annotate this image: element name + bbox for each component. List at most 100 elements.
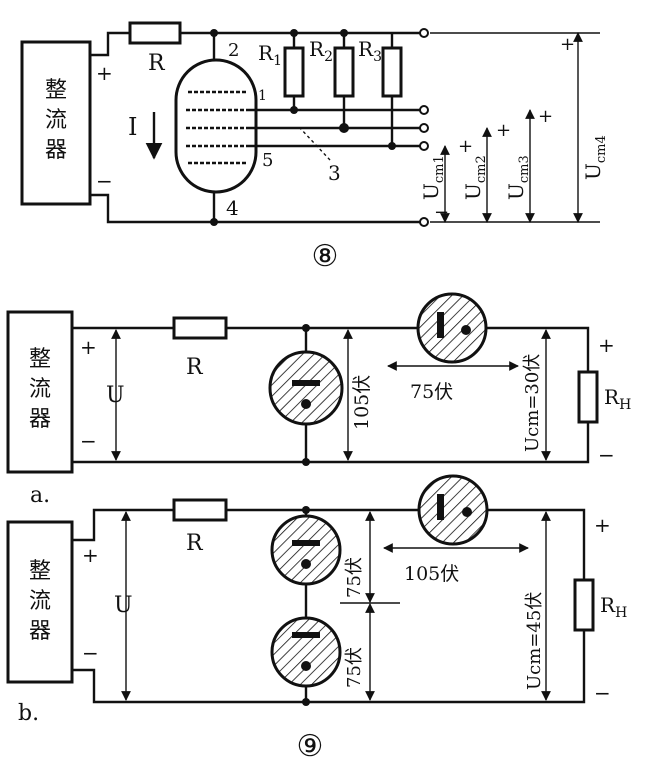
ucm2-label: Ucm2 bbox=[461, 155, 489, 200]
rectifier-char-2: 流 bbox=[29, 377, 51, 402]
circuit-loop bbox=[72, 508, 586, 704]
junction-dot bbox=[302, 698, 310, 706]
rectifier-char-1: 整 bbox=[29, 559, 51, 584]
rectifier-char-2: 流 bbox=[45, 108, 67, 133]
bottom-rail bbox=[90, 193, 420, 224]
drop-voltage-label: 75伏 bbox=[410, 381, 453, 403]
shunt-stabilizer-tube-bottom bbox=[270, 616, 342, 688]
divider-resistor-r2 bbox=[333, 46, 355, 98]
ucm3-label: Ucm3 bbox=[504, 155, 532, 200]
rectifier-minus: − bbox=[82, 641, 99, 665]
electrode-label-3: 3 bbox=[328, 161, 341, 185]
output-voltage-label: Ucm=30伏 bbox=[522, 354, 543, 452]
series-resistor bbox=[172, 498, 228, 522]
output-voltage-ranges bbox=[430, 32, 600, 223]
junction-dot bbox=[302, 458, 310, 466]
rectifier-char-3: 器 bbox=[29, 407, 51, 432]
stabilizer-tube bbox=[174, 58, 258, 194]
figure-9a-label: a. bbox=[30, 483, 50, 508]
figure-8: 整 流 器 + − R 2 1 5 3 4 I R1 R2 R3 bbox=[20, 21, 609, 274]
divider-resistor-r3 bbox=[381, 46, 403, 98]
tube-anode bbox=[292, 380, 320, 386]
ucm4-plus: + bbox=[560, 34, 575, 55]
rectifier-minus: − bbox=[80, 429, 97, 453]
tube-cathode bbox=[301, 661, 311, 671]
r1-label: R1 bbox=[258, 41, 282, 69]
tap-wires bbox=[248, 108, 420, 148]
ucm-minus: − bbox=[434, 202, 449, 223]
ucm2-plus: + bbox=[496, 120, 511, 141]
rectifier-box bbox=[6, 310, 74, 474]
electrode-3-pointer bbox=[299, 127, 331, 161]
electrode-label-5: 5 bbox=[262, 150, 273, 171]
rectifier-char-1: 整 bbox=[29, 347, 51, 372]
electrode-label-2: 2 bbox=[228, 40, 239, 61]
load-plus: + bbox=[594, 513, 611, 537]
divider-resistor-r1 bbox=[283, 46, 305, 98]
electrode-label-4: 4 bbox=[226, 196, 239, 220]
series-stabilizer-tube bbox=[416, 292, 488, 364]
r2-label: R2 bbox=[309, 37, 333, 65]
tube-voltage-label: 105伏 bbox=[351, 375, 373, 430]
rectifier-plus: + bbox=[80, 335, 97, 359]
drop-voltage-label: 105伏 bbox=[404, 563, 459, 585]
series-resistor-label: R bbox=[148, 51, 166, 76]
shunt-stabilizer-tube bbox=[268, 350, 344, 426]
ucm1-plus: + bbox=[458, 136, 473, 157]
load-resistor bbox=[573, 578, 595, 632]
rectifier-box bbox=[6, 520, 74, 684]
load-resistor-label: RH bbox=[604, 385, 631, 413]
output-terminals bbox=[419, 28, 429, 227]
tube-anode bbox=[437, 312, 444, 338]
rectifier-char-2: 流 bbox=[29, 589, 51, 614]
ucm3-plus: + bbox=[538, 106, 553, 127]
tube-cathode bbox=[461, 325, 471, 335]
circuit-loop bbox=[72, 326, 590, 464]
figure-8-caption: ⑧ bbox=[312, 239, 339, 274]
tube-anode bbox=[292, 632, 320, 638]
load-minus: − bbox=[594, 681, 611, 705]
figure-9-caption: ⑨ bbox=[297, 729, 324, 764]
series-resistor bbox=[172, 316, 228, 340]
divider-leads bbox=[292, 33, 394, 146]
ucm1-label: Ucm1 bbox=[419, 155, 447, 200]
load-plus: + bbox=[598, 333, 615, 357]
current-label: I bbox=[128, 113, 137, 141]
tube-anode bbox=[437, 494, 444, 520]
junction-dots bbox=[210, 29, 396, 226]
rectifier-plus: + bbox=[82, 543, 99, 567]
ucm4-label: Ucm4 bbox=[581, 135, 609, 180]
tube-cathode bbox=[301, 559, 311, 569]
figure-9a: 整 流 器 + − R U 105伏 75伏 Ucm=30伏 RH + − a. bbox=[6, 292, 631, 508]
rectifier-plus: + bbox=[96, 61, 113, 85]
figure-9b-label: b. bbox=[18, 701, 39, 726]
tube-voltage-top-label: 75伏 bbox=[344, 557, 365, 598]
load-resistor bbox=[577, 370, 599, 424]
series-resistor bbox=[128, 21, 182, 45]
output-voltage-label: Ucm=45伏 bbox=[524, 592, 545, 690]
rectifier-char-1: 整 bbox=[45, 78, 67, 103]
rectifier-char-3: 器 bbox=[45, 138, 67, 163]
junction-dot bbox=[302, 324, 310, 332]
load-minus: − bbox=[598, 443, 615, 467]
shunt-stabilizer-tube-top bbox=[270, 514, 342, 586]
junction-dot bbox=[302, 506, 310, 514]
tube-anode bbox=[292, 540, 320, 546]
input-voltage-label: U bbox=[106, 383, 125, 408]
load-resistor-label: RH bbox=[600, 593, 627, 621]
tube-electrodes bbox=[186, 90, 248, 165]
figure-9b: 整 流 器 + − R U 75伏 75伏 105伏 Ucm=45伏 RH + bbox=[6, 474, 627, 726]
top-rail bbox=[90, 31, 420, 57]
rectifier-box bbox=[20, 40, 92, 206]
tube-cathode bbox=[301, 399, 311, 409]
input-voltage-label: U bbox=[114, 593, 133, 618]
series-resistor-label: R bbox=[186, 531, 204, 556]
tube-voltage-bottom-label: 75伏 bbox=[344, 647, 365, 688]
rectifier-minus: − bbox=[96, 169, 113, 193]
series-resistor-label: R bbox=[186, 355, 204, 380]
electrode-label-1: 1 bbox=[258, 88, 267, 104]
rectifier-char-3: 器 bbox=[29, 619, 51, 644]
r3-label: R3 bbox=[358, 37, 382, 65]
